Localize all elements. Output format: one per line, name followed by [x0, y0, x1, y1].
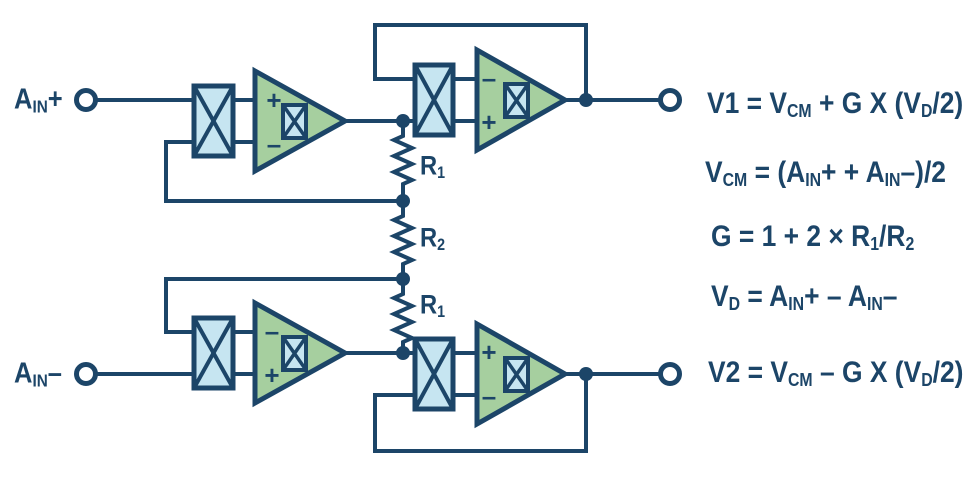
amp1-inverting-mark: – — [266, 129, 282, 159]
inner-chopper-x-line — [281, 335, 308, 372]
label-ain-minus: AIN– — [14, 357, 62, 391]
opamp-bottom-right — [474, 319, 571, 429]
label-r2: R2 — [420, 222, 446, 255]
terminal-ain-minus-icon — [74, 362, 98, 386]
opamp-top-left — [252, 66, 351, 176]
resistor-chain-r1-r2-r1 — [389, 121, 417, 353]
output-chopper-bottom — [412, 336, 456, 412]
output-chopper-top — [412, 62, 456, 138]
inner-chopper-x-line — [503, 356, 530, 393]
equation-vd: VD = AIN+ – AIN– — [711, 280, 898, 314]
amp2-noninverting-mark: + — [481, 107, 497, 137]
opamp-bottom-left — [252, 298, 351, 408]
wire-feedback-bottom-loop — [373, 374, 588, 453]
amp2-inverting-mark: – — [481, 63, 497, 93]
equation-vcm: VCM = (AIN+ + AIN–)/2 — [705, 156, 946, 190]
inner-chopper-x-line — [281, 103, 308, 140]
amp4-noninverting-mark: + — [481, 337, 497, 367]
amp1-noninverting-mark: + — [266, 85, 282, 115]
chopper-x-line — [192, 85, 235, 157]
terminal-v1-output-icon — [658, 88, 682, 112]
junction-dot — [396, 114, 410, 128]
junction-dot — [396, 346, 410, 360]
terminals — [74, 88, 682, 386]
equation-v1: V1 = VCM + G X (VD/2) — [707, 87, 964, 121]
input-chopper-top — [191, 83, 236, 159]
equation-gain: G = 1 + 2 × R1/R2 — [711, 220, 915, 254]
opamp-top-right — [474, 45, 571, 155]
junction-dot — [396, 272, 410, 286]
junction-dots — [396, 93, 593, 381]
amp3-inverting-mark: – — [264, 316, 280, 346]
input-chopper-bottom — [191, 315, 236, 391]
label-ain-plus: AIN+ — [14, 83, 63, 117]
amp4-inverting-mark: – — [481, 381, 497, 411]
amp3-noninverting-mark: + — [264, 360, 280, 390]
terminal-v2-output-icon — [658, 362, 682, 386]
label-r1-bottom: R1 — [420, 289, 446, 322]
chopper-x-line — [413, 338, 455, 410]
chopper-x-line — [413, 64, 455, 136]
inner-chopper-x-line — [503, 82, 530, 119]
wire-feedback-upper-left — [164, 140, 403, 203]
junction-dot — [396, 194, 410, 208]
wires — [96, 23, 661, 453]
equation-v2: V2 = VCM – G X (VD/2) — [708, 356, 964, 390]
junction-dot — [579, 93, 593, 107]
wire-feedback-lower-left — [164, 277, 403, 334]
junction-dot — [579, 367, 593, 381]
label-r1-top: R1 — [420, 150, 446, 183]
wire-feedback-top-loop — [373, 23, 588, 100]
chopper-x-line — [192, 317, 235, 389]
terminal-ain-plus-icon — [74, 88, 98, 112]
